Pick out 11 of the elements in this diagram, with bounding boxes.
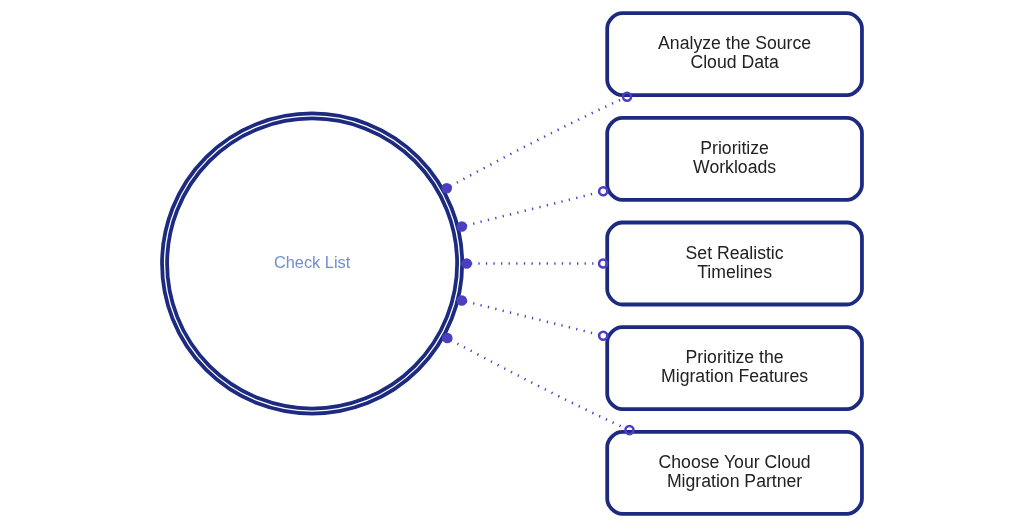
node-box: Analyze the Source Cloud Data [605,11,864,98]
node-box: Prioritize Workloads [605,115,864,202]
node-circle: Check List [160,111,465,416]
node-box: Choose Your Cloud Migration Partner [605,429,864,516]
connector [441,91,633,194]
node-box: Prioritize the Migration Features [605,325,864,412]
node-box: Set Realistic Timelines [605,220,864,307]
connector [461,258,609,269]
connector [441,332,635,436]
connector [456,295,609,342]
connector [456,185,609,232]
